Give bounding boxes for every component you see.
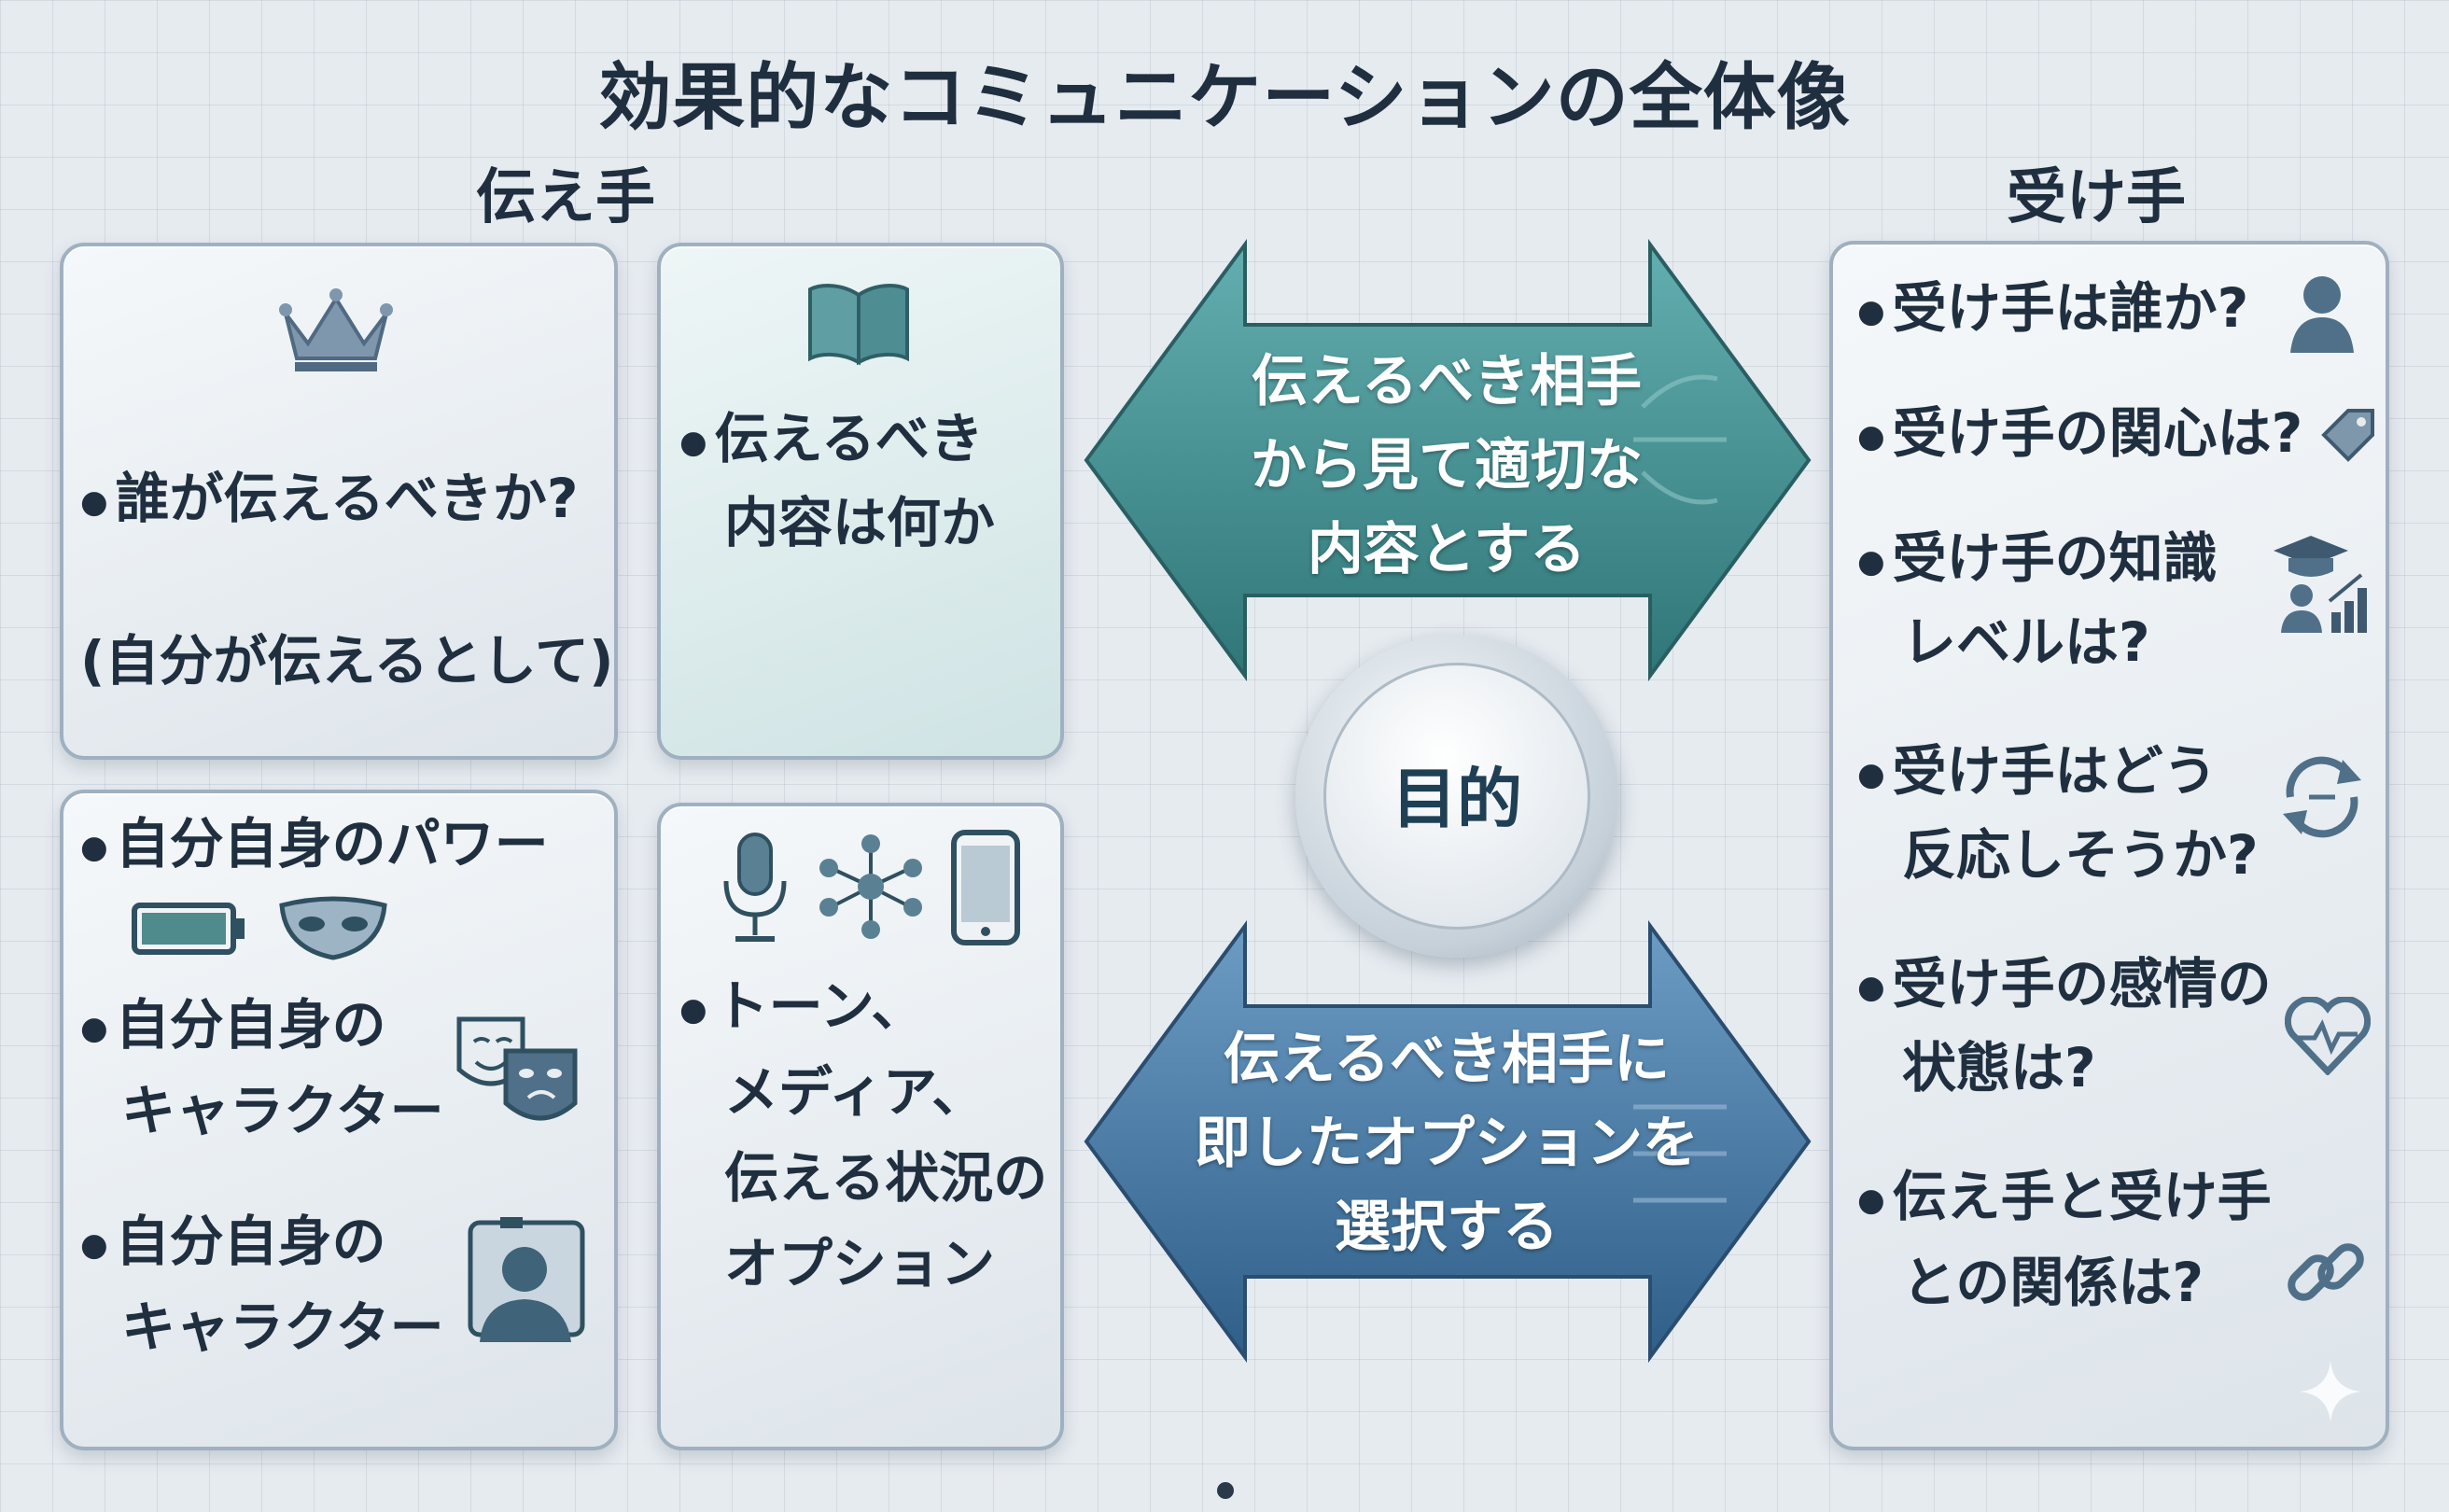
- refresh-arrows-icon: [2283, 756, 2361, 838]
- receiver-item-6-line-1: 伝え手と受け手: [1857, 1155, 2272, 1239]
- purpose-circle: [1323, 663, 1590, 930]
- options-line-2: メディア、: [724, 1060, 987, 1124]
- top-double-arrow: [1084, 239, 1812, 681]
- receiver-item-2-line-1: 受け手の関心は?: [1857, 392, 2303, 476]
- microphone-icon: [723, 833, 787, 942]
- options-line-3: 伝える状況の: [724, 1146, 1048, 1210]
- bottom-double-arrow: [1084, 920, 1812, 1363]
- who-note: (自分が伝えるとして): [80, 629, 614, 693]
- user-icon: [2290, 276, 2354, 353]
- network-icon: [819, 834, 922, 939]
- graduate-chart-icon: [2274, 536, 2367, 633]
- sparkle-icon: [2300, 1361, 2361, 1422]
- page-title: 効果的なコミュニケーションの全体像: [598, 56, 1851, 140]
- top-arrow-line-3: 内容とする: [1307, 517, 1587, 582]
- theater-masks-icon: [456, 1016, 578, 1121]
- self-character-1-line-1: 自分自身の: [80, 984, 386, 1068]
- crown-icon: [279, 288, 393, 371]
- person-mirror-icon: [468, 1217, 585, 1342]
- sender-header: 伝え手: [476, 163, 655, 232]
- book-icon: [808, 284, 909, 366]
- receiver-item-3-line-2: レベルは?: [1902, 610, 2150, 674]
- self-power-label: 自分自身のパワー: [80, 803, 549, 887]
- purpose-label: 目的: [1392, 761, 1522, 837]
- options-line-1: トーン、: [679, 965, 926, 1049]
- page-dot: [1217, 1482, 1234, 1499]
- receiver-item-1-line-1: 受け手は誰か?: [1857, 267, 2249, 351]
- heartbeat-icon: [2285, 997, 2371, 1075]
- self-character-1-line-2: キャラクター: [121, 1079, 444, 1142]
- top-arrow-line-2: から見て適切な: [1251, 433, 1643, 498]
- bottom-arrow-line-1: 伝えるべき相手に: [1223, 1027, 1671, 1092]
- receiver-item-5-line-2: 状態は?: [1902, 1036, 2096, 1099]
- who-bullet: 誰が伝えるべきか?: [80, 457, 579, 541]
- link-icon: [2288, 1243, 2364, 1301]
- receiver-item-3-line-1: 受け手の知識: [1857, 517, 2218, 601]
- content-line-1: 伝えるべき: [679, 398, 984, 482]
- options-line-4: オプション: [724, 1232, 996, 1295]
- self-character-2-line-2: キャラクター: [121, 1295, 444, 1359]
- top-arrow-line-1: 伝えるべき相手: [1251, 349, 1643, 414]
- receiver-item-5-line-1: 受け手の感情の: [1857, 943, 2272, 1027]
- receiver-item-4-line-2: 反応しそうか?: [1902, 823, 2259, 887]
- smartphone-icon: [951, 830, 1020, 945]
- tag-icon: [2321, 409, 2374, 462]
- receiver-header: 受け手: [2007, 163, 2186, 232]
- content-line-2: 内容は何か: [724, 491, 996, 554]
- mask-icon: [279, 896, 387, 960]
- self-character-2-line-1: 自分自身の: [80, 1200, 386, 1284]
- bottom-arrow-line-3: 選択する: [1335, 1195, 1559, 1260]
- battery-icon: [132, 903, 245, 955]
- receiver-item-6-line-2: との関係は?: [1902, 1251, 2204, 1314]
- bottom-arrow-line-2: 即したオプションを: [1195, 1111, 1699, 1176]
- receiver-item-4-line-1: 受け手はどう: [1857, 730, 2218, 814]
